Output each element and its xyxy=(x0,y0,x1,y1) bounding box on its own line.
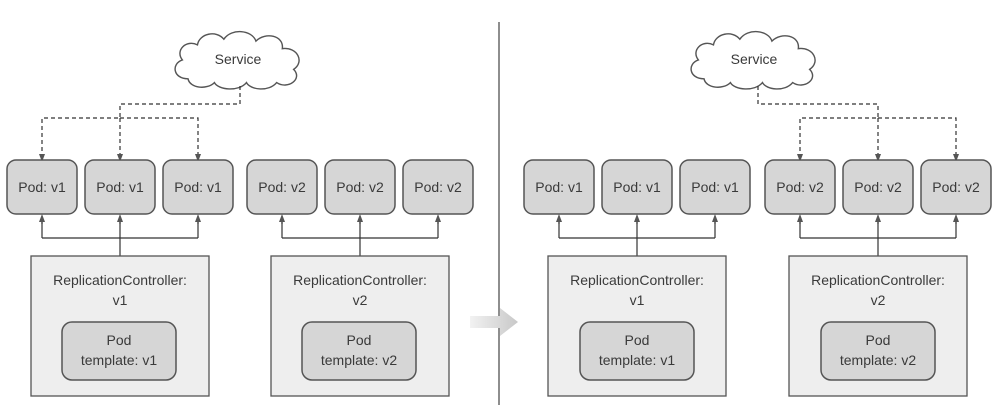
right-panel xyxy=(523,30,992,397)
rc-title: ReplicationController: xyxy=(293,272,427,288)
template-label: Pod xyxy=(624,332,650,348)
template-version: template: v2 xyxy=(839,352,917,368)
template-label: Pod xyxy=(346,332,372,348)
pod-template-box xyxy=(61,321,177,381)
pod-template-box xyxy=(820,321,936,381)
service-label: Service xyxy=(730,51,778,67)
rc-version: v2 xyxy=(352,292,368,308)
template-label: Pod xyxy=(106,332,132,348)
rc-title: ReplicationController: xyxy=(53,272,187,288)
pod-label: Pod: v2 xyxy=(854,179,902,195)
service-label: Service xyxy=(214,51,262,67)
pod-label: Pod: v1 xyxy=(691,179,739,195)
rc-version: v1 xyxy=(629,292,645,308)
pod-label: Pod: v1 xyxy=(96,179,144,195)
template-version: template: v1 xyxy=(598,352,676,368)
pod-label: Pod: v2 xyxy=(336,179,384,195)
pod-template-box xyxy=(579,321,695,381)
pod-label: Pod: v2 xyxy=(932,179,980,195)
template-version: template: v2 xyxy=(320,352,398,368)
transition-arrow xyxy=(470,308,518,336)
left-panel xyxy=(6,30,474,397)
rc-title: ReplicationController: xyxy=(570,272,704,288)
rc-version: v1 xyxy=(112,292,128,308)
pod-label: Pod: v2 xyxy=(414,179,462,195)
rc-version: v2 xyxy=(870,292,886,308)
template-version: template: v1 xyxy=(80,352,158,368)
pod-label: Pod: v2 xyxy=(776,179,824,195)
pod-label: Pod: v1 xyxy=(613,179,661,195)
pod-template-box xyxy=(301,321,417,381)
pod-label: Pod: v1 xyxy=(18,179,66,195)
template-label: Pod xyxy=(865,332,891,348)
pod-label: Pod: v1 xyxy=(535,179,583,195)
pod-label: Pod: v2 xyxy=(258,179,306,195)
rc-title: ReplicationController: xyxy=(811,272,945,288)
pod-label: Pod: v1 xyxy=(174,179,222,195)
